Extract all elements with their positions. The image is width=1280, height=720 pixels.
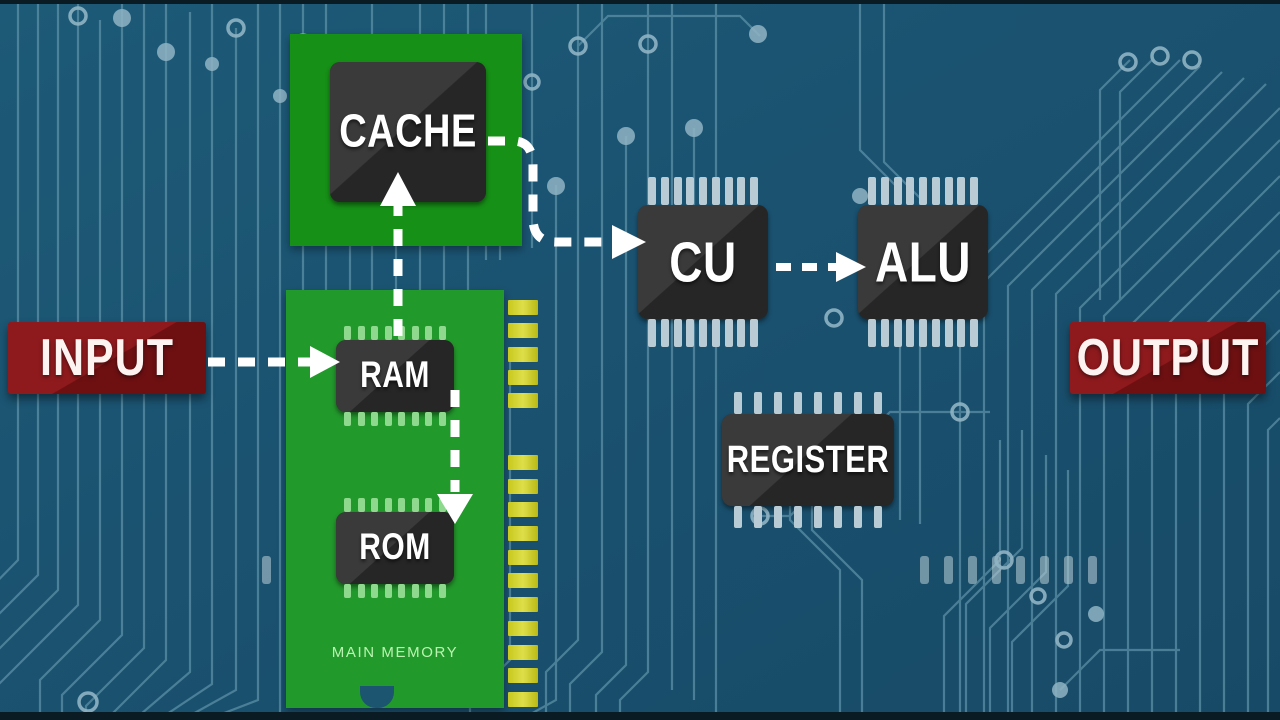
output-label: OUTPUT (1076, 328, 1260, 387)
chip-cu[interactable]: CU (638, 177, 768, 347)
memory-module-notch (360, 686, 394, 708)
chip-cache-label: CACHE (339, 105, 477, 158)
chip-ram-label: RAM (360, 355, 430, 396)
chip-register[interactable]: REGISTER (722, 392, 894, 528)
chip-ram-pins-bottom (344, 412, 446, 426)
chip-rom-pins-top (344, 498, 446, 512)
chip-rom-pins-bottom (344, 584, 446, 598)
chip-rom-body (336, 512, 454, 584)
memory-gold-pads-bottom (508, 455, 538, 707)
input-label: INPUT (40, 328, 174, 387)
chip-cu-pins-top (648, 177, 758, 205)
chip-cu-label: CU (669, 230, 737, 294)
letterbox-bottom (0, 712, 1280, 720)
chip-alu-pins-top (868, 177, 978, 205)
chip-alu[interactable]: ALU (858, 177, 988, 347)
letterbox-top (0, 0, 1280, 4)
main-memory-caption: MAIN MEMORY (331, 644, 459, 661)
chip-ram[interactable]: RAM (336, 326, 454, 426)
chip-rom-label: ROM (359, 527, 431, 568)
chip-alu-body (858, 205, 988, 319)
input-box[interactable]: INPUT (8, 322, 206, 394)
chip-ram-body (336, 340, 454, 412)
chip-alu-label: ALU (874, 230, 972, 294)
chip-alu-pins-bottom (868, 319, 978, 347)
output-box[interactable]: OUTPUT (1070, 322, 1266, 394)
chip-register-body (722, 414, 894, 506)
chip-register-label: REGISTER (726, 438, 890, 481)
chip-register-pins-top (734, 392, 882, 414)
chip-cache-body (330, 62, 486, 202)
chip-register-pins-bottom (734, 506, 882, 528)
chip-rom[interactable]: ROM (336, 498, 454, 598)
chip-cu-body (638, 205, 768, 319)
chip-cu-pins-bottom (648, 319, 758, 347)
memory-gold-pads-top (508, 300, 538, 408)
chip-cache[interactable]: CACHE (330, 62, 486, 202)
